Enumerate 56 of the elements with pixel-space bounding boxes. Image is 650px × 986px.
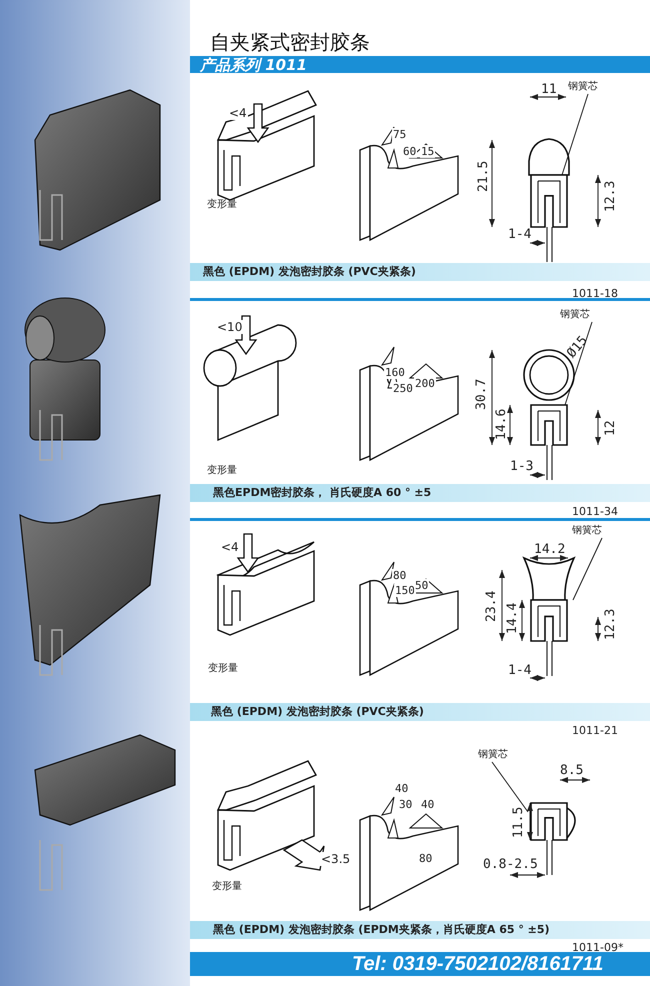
angle-value: 150 bbox=[394, 584, 416, 597]
leader-line bbox=[562, 94, 588, 176]
callout-label: 钢簧芯 bbox=[560, 310, 590, 320]
dimension-label: 11 bbox=[541, 83, 557, 96]
deformation-label: 变形量 bbox=[207, 200, 237, 210]
dimension-label: 12 bbox=[604, 420, 617, 436]
leader-line bbox=[564, 322, 592, 406]
angle-value: 80 bbox=[418, 852, 434, 865]
angle-value: 160 bbox=[384, 366, 406, 379]
angle-value: 60 bbox=[402, 145, 418, 158]
phone-number: Tel: 0319-7502102/8161711 bbox=[352, 954, 604, 974]
callout-label: 钢簧芯 bbox=[478, 750, 508, 760]
deformation-label: 变形量 bbox=[208, 664, 238, 674]
product-code: 1011-18 bbox=[572, 288, 618, 299]
angle-value: 75 bbox=[392, 128, 408, 141]
product-caption: 黑色 (EPDM) 发泡密封胶条 (PVC夹紧条) bbox=[211, 706, 424, 717]
dimension-label: 1-3 bbox=[510, 460, 534, 473]
dimension-label: 1-4 bbox=[508, 664, 532, 677]
dimension-label: 12.3 bbox=[604, 608, 617, 640]
leader-line bbox=[572, 538, 602, 600]
callout-label: 钢簧芯 bbox=[572, 526, 602, 536]
deformation-value: <10 bbox=[216, 320, 244, 334]
dimension-label: 14.4 bbox=[506, 602, 519, 634]
series-subtitle: 产品系列 1011 bbox=[200, 58, 307, 73]
angle-value: 30 bbox=[398, 798, 414, 811]
dimension-label: 14.6 bbox=[495, 408, 508, 440]
leader-line bbox=[492, 762, 528, 812]
deformation-label: 变形量 bbox=[212, 882, 242, 892]
dimension-label: 23.4 bbox=[485, 590, 498, 622]
dimension-label: 11.5 bbox=[512, 806, 525, 838]
product-code: 1011-34 bbox=[572, 506, 618, 517]
dimension-label: 0.8-2.5 bbox=[483, 858, 538, 871]
product-code: 1011-09* bbox=[572, 942, 624, 953]
callout-label: 钢簧芯 bbox=[568, 82, 598, 92]
angle-value: 250 bbox=[392, 382, 414, 395]
product-caption: 黑色 (EPDM) 发泡密封胶条 (EPDM夹紧条，肖氏硬度A 65 ° ±5) bbox=[213, 924, 550, 935]
dimension-label: 21.5 bbox=[477, 160, 490, 192]
page-title: 自夹紧式密封胶条 bbox=[210, 32, 370, 52]
deformation-label: 变形量 bbox=[207, 466, 237, 476]
deformation-value: <4 bbox=[220, 540, 240, 554]
dimension-label: 8.5 bbox=[560, 764, 584, 777]
dimension-label: 12.3 bbox=[604, 180, 617, 212]
angle-value: 200 bbox=[414, 377, 436, 390]
angle-value: 80 bbox=[392, 569, 408, 582]
angle-value: 50 bbox=[414, 579, 430, 592]
product-caption: 黑色EPDM密封胶条， 肖氏硬度A 60 ° ±5 bbox=[213, 487, 432, 498]
angle-value: 15 bbox=[420, 145, 436, 158]
angle-value: 40 bbox=[420, 798, 436, 811]
dimension-label: 30.7 bbox=[475, 378, 488, 410]
angle-value: 40 bbox=[394, 782, 410, 795]
deformation-value: <4 bbox=[228, 106, 248, 120]
deformation-value: <3.5 bbox=[320, 852, 352, 866]
product-caption: 黑色 (EPDM) 发泡密封胶条 (PVC夹紧条) bbox=[203, 266, 416, 277]
product-code: 1011-21 bbox=[572, 725, 618, 736]
dimension-label: 1-4 bbox=[508, 228, 532, 241]
dimension-label: 14.2 bbox=[534, 543, 566, 556]
